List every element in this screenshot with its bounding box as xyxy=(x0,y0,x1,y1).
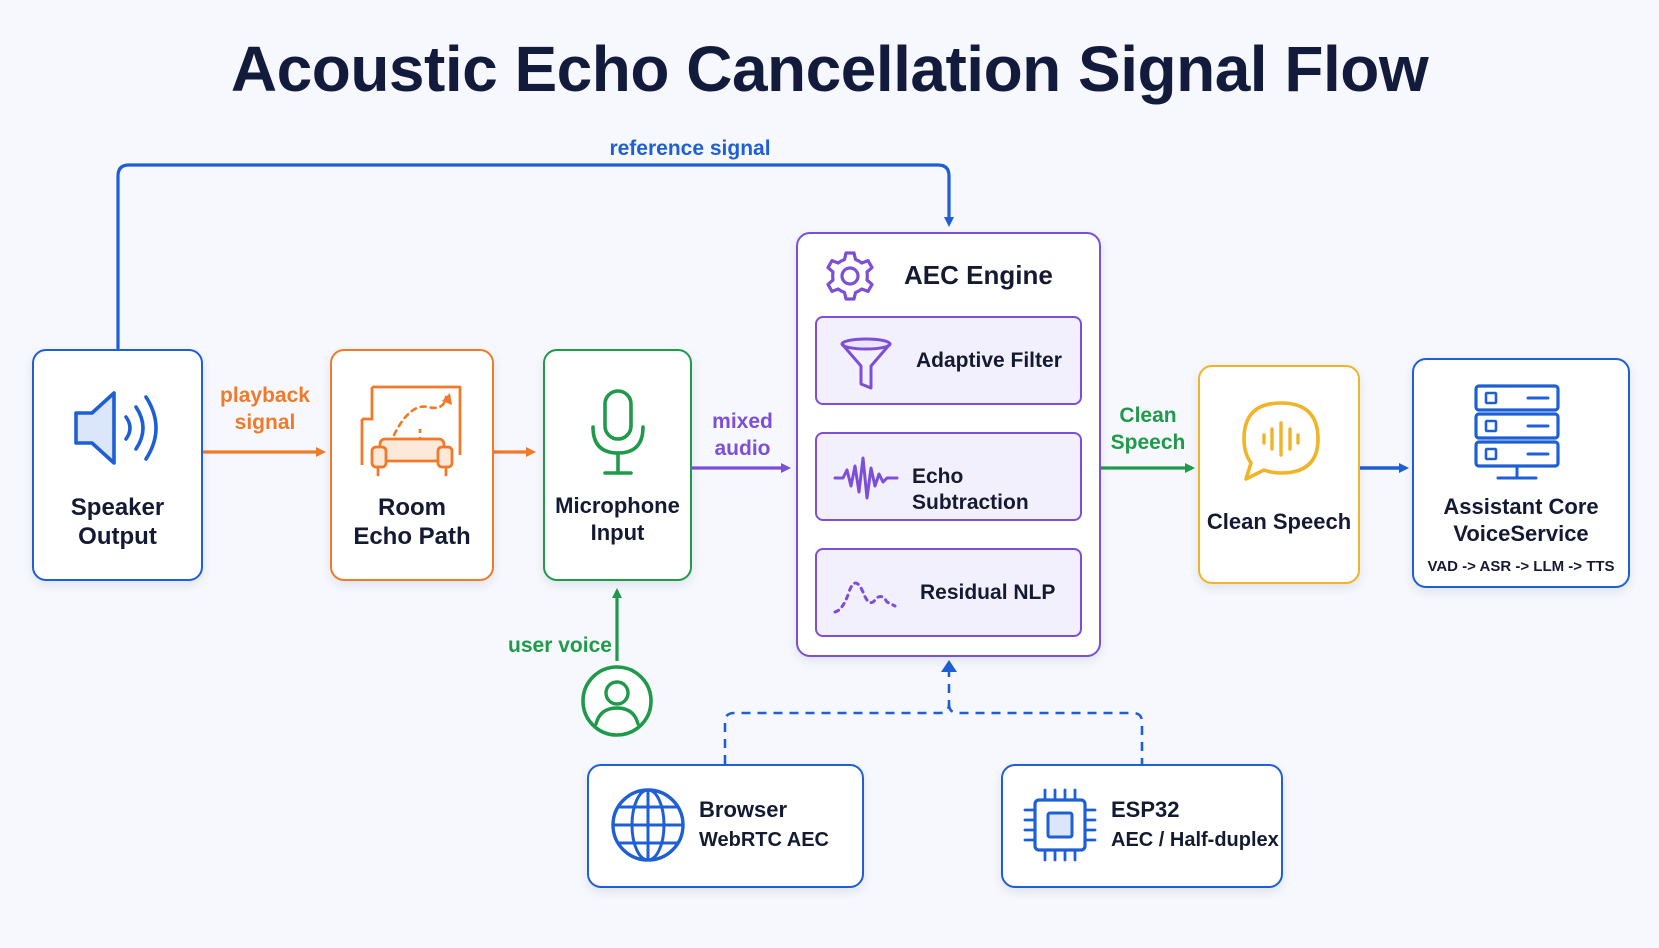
clean-speech-node[interactable]: Clean Speech xyxy=(1198,365,1360,584)
playback-label-line2: signal xyxy=(234,411,296,435)
echo-subtraction-label: Echo Subtraction xyxy=(912,465,1029,514)
reference-signal-line xyxy=(116,163,954,349)
room-label-line1: Room xyxy=(378,494,446,521)
chip-icon xyxy=(1023,788,1097,862)
speaker-icon xyxy=(74,391,158,465)
esp32-label: ESP32 AEC / Half-duplex xyxy=(1111,794,1279,855)
browser-label-line1: Browser xyxy=(699,797,788,822)
speaker-output-label: Speaker Output xyxy=(34,493,201,552)
clean-speech-label: Clean Speech xyxy=(1206,509,1352,534)
adaptive-filter-label: Adaptive Filter xyxy=(916,349,1062,372)
browser-label-line2: WebRTC AEC xyxy=(699,828,829,851)
microphone-input-node[interactable]: Microphone Input xyxy=(543,349,692,581)
room-sofa-icon xyxy=(360,385,462,477)
globe-icon xyxy=(611,788,685,862)
browser-platform-node[interactable]: Browser WebRTC AEC xyxy=(587,764,864,888)
residual-nlp-label: Residual NLP xyxy=(920,581,1056,604)
room-echo-path-label: Room Echo Path xyxy=(332,493,492,552)
waveform-icon xyxy=(833,456,899,500)
speaker-label-line1: Speaker xyxy=(70,494,165,521)
gear-icon xyxy=(826,251,874,301)
mixed-label-line2: audio xyxy=(714,437,771,461)
browser-label: Browser WebRTC AEC xyxy=(699,794,829,855)
clean-speech-connector-label: Clean Speech xyxy=(1098,402,1198,457)
clean-label-line1: Clean xyxy=(1119,404,1177,427)
microphone-label-line1: Microphone xyxy=(555,493,680,518)
room-echo-path-node[interactable]: Room Echo Path xyxy=(330,349,494,581)
speaker-label-line2: Output xyxy=(78,523,157,551)
funnel-icon xyxy=(840,337,892,390)
microphone-input-label: Microphone Input xyxy=(545,493,690,547)
microphone-label-line2: Input xyxy=(590,519,645,545)
aec-engine-title: AEC Engine xyxy=(904,260,1053,290)
diagram-title: Acoustic Echo Cancellation Signal Flow xyxy=(230,33,1429,105)
esp32-label-line2: AEC / Half-duplex xyxy=(1111,828,1279,851)
speech-bubble-icon xyxy=(1242,401,1320,481)
assistant-label-line2: VoiceService xyxy=(1453,520,1589,546)
assistant-pipeline-label: VAD -> ASR -> LLM -> TTS xyxy=(1427,558,1615,575)
room-label-line2: Echo Path xyxy=(353,523,471,551)
platform-dashed-arrowhead xyxy=(941,660,957,672)
assistant-core-node[interactable]: Assistant Core VoiceService VAD -> ASR -… xyxy=(1412,358,1630,588)
playback-label-line1: playback xyxy=(220,384,310,407)
clean-label-line2: Speech xyxy=(1110,431,1186,455)
dashed-wave-icon xyxy=(833,581,897,614)
residual-nlp-stage[interactable]: Residual NLP xyxy=(815,548,1082,637)
user-voice-label: user voice xyxy=(508,634,612,657)
adaptive-filter-stage[interactable]: Adaptive Filter xyxy=(815,316,1082,405)
echo-subtraction-stage[interactable]: Echo Subtraction xyxy=(815,432,1082,521)
assistant-core-label: Assistant Core VoiceService xyxy=(1414,494,1628,548)
aec-engine-node[interactable]: AEC Engine Adaptive Filter Echo Subtract… xyxy=(796,232,1101,657)
playback-signal-label: playback signal xyxy=(205,382,325,437)
platform-dashed-connector xyxy=(723,668,1144,764)
mixed-audio-label: mixed audio xyxy=(690,408,795,463)
mixed-label-line1: mixed xyxy=(712,410,773,433)
user-icon xyxy=(581,665,653,737)
reference-signal-label: reference signal xyxy=(609,137,771,160)
esp32-label-line1: ESP32 xyxy=(1111,797,1180,822)
speaker-output-node[interactable]: Speaker Output xyxy=(32,349,203,581)
esp32-platform-node[interactable]: ESP32 AEC / Half-duplex xyxy=(1001,764,1283,888)
microphone-icon xyxy=(591,389,645,475)
assistant-label-line1: Assistant Core xyxy=(1443,494,1599,519)
server-icon xyxy=(1474,384,1560,480)
